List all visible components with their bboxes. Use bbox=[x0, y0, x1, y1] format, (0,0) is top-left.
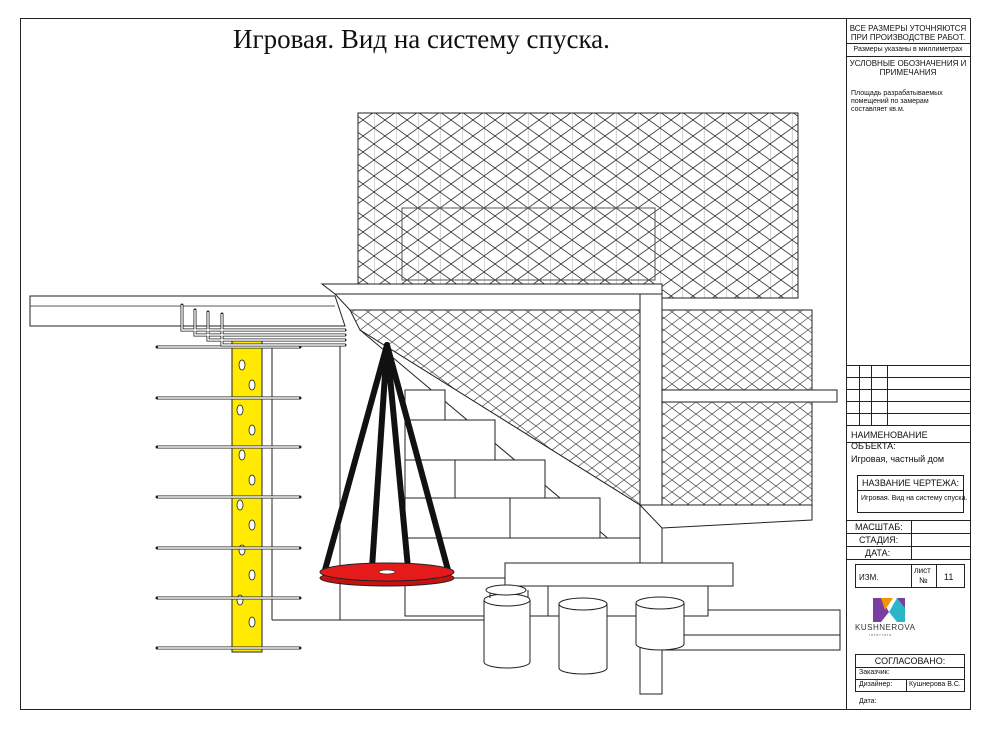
area-note-line3: составляет кв.м. bbox=[851, 106, 905, 113]
ceiling-beam bbox=[29, 295, 346, 327]
table-top bbox=[504, 562, 734, 587]
object-name-label: НАИМЕНОВАНИЕ ОБЪЕКТА: bbox=[851, 430, 928, 451]
stage-label: СТАДИЯ: bbox=[859, 535, 899, 545]
title-block: ВСЕ РАЗМЕРЫ УТОЧНЯЮТСЯ ПРИ ПРОИЗВОДСТВЕ … bbox=[846, 18, 971, 710]
side-net bbox=[661, 309, 813, 511]
kushnerova-logo-icon bbox=[873, 598, 905, 622]
approval-box: СОГЛАСОВАНО: Заказчик: Дизайнер: Кушнеро… bbox=[855, 654, 965, 692]
area-note-line1: Площадь разрабатываемых bbox=[851, 90, 943, 97]
elevation-drawing bbox=[29, 112, 841, 695]
swing-ropes bbox=[322, 342, 451, 573]
upper-safety-net bbox=[357, 112, 799, 299]
legend-heading-line2: ПРИМЕЧАНИЯ bbox=[879, 68, 937, 77]
sheet-title-label: НАЗВАНИЕ ЧЕРТЕЖА: bbox=[862, 478, 959, 488]
dimensions-notice-line2: ПРИ ПРОИЗВОДСТВЕ РАБОТ. bbox=[850, 33, 966, 42]
legend-heading-line1: УСЛОВНЫЕ ОБОЗНАЧЕНИЯ И bbox=[849, 59, 967, 68]
designer-value: Кушнерова В.С. bbox=[909, 681, 961, 688]
designer-label: Дизайнер: bbox=[859, 681, 893, 688]
sheet-number: 11 bbox=[944, 572, 954, 582]
sheet-title-box: НАЗВАНИЕ ЧЕРТЕЖА: Игровая. Вид на систем… bbox=[857, 475, 968, 513]
stools bbox=[483, 584, 685, 675]
platform-slab bbox=[320, 283, 663, 295]
drawing-title: Игровая. Вид на систему спуска. bbox=[233, 24, 610, 54]
object-name-value: Игровая, частный дом bbox=[851, 454, 945, 464]
units-note: Размеры указаны в миллиметрах bbox=[853, 46, 963, 53]
sheet-label-line1: лист bbox=[914, 566, 931, 575]
approved-label: СОГЛАСОВАНО: bbox=[874, 656, 946, 666]
sheet-number-box: ИЗМ. лист № 11 bbox=[855, 564, 965, 588]
sheet-title-value: Игровая. Вид на систему спуска. bbox=[861, 495, 968, 502]
drawing-frame bbox=[20, 18, 971, 710]
dimensions-notice-line1: ВСЕ РАЗМЕРЫ УТОЧНЯЮТСЯ bbox=[849, 24, 967, 33]
area-note-line2: помещений по замерам bbox=[851, 98, 929, 105]
logo-subtitle: interiors bbox=[869, 632, 893, 637]
net-inner-panel bbox=[401, 207, 656, 281]
date-label: ДАТА: bbox=[865, 548, 891, 558]
logo-name: KUSHNEROVA bbox=[855, 623, 916, 632]
sheet-label-line2: № bbox=[919, 576, 928, 585]
scale-label: МАСШТАБ: bbox=[855, 522, 903, 532]
revision-label: ИЗМ. bbox=[859, 573, 879, 582]
date-sign-label: Дата: bbox=[859, 698, 877, 705]
client-label: Заказчик: bbox=[859, 669, 890, 676]
